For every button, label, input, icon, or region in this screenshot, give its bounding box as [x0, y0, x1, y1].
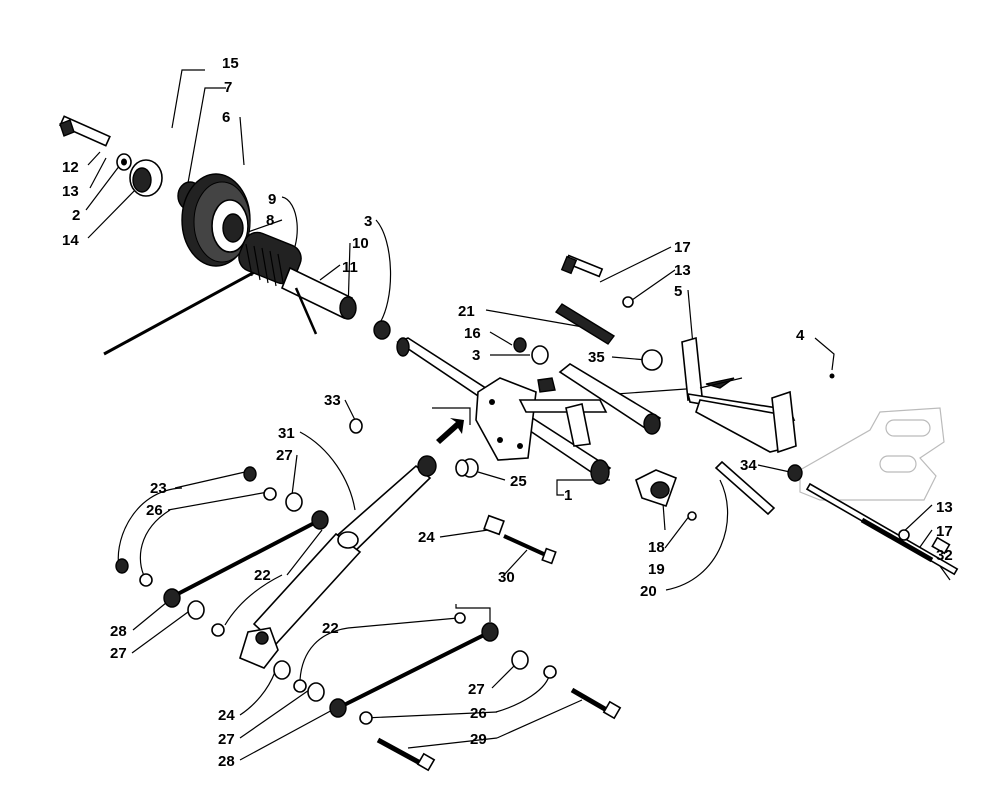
callout-labels: 15 7 6 12 13 2 14 9 8 3 10 11 17 13 5 4 … [62, 55, 953, 770]
callout-18: 18 [648, 539, 665, 556]
spring-coil [238, 231, 302, 289]
callout-30: 30 [498, 569, 515, 586]
callout-26a: 26 [146, 502, 163, 519]
callout-27a: 27 [276, 447, 293, 464]
callout-21: 21 [458, 303, 475, 320]
callout-3b: 3 [472, 347, 480, 364]
callout-22b: 22 [322, 620, 339, 637]
callout-29: 29 [470, 731, 487, 748]
callout-17a: 17 [674, 239, 691, 256]
callout-34: 34 [740, 457, 757, 474]
callout-25: 25 [510, 473, 527, 490]
callout-3a: 3 [364, 213, 372, 230]
bolts [376, 459, 622, 772]
shock-absorber [239, 418, 479, 669]
callout-28a: 28 [110, 623, 127, 640]
callout-14: 14 [62, 232, 79, 249]
callout-8: 8 [266, 212, 274, 229]
callout-5: 5 [674, 283, 682, 300]
callout-1: 1 [564, 487, 572, 504]
callout-33: 33 [324, 392, 341, 409]
callout-10: 10 [352, 235, 369, 252]
mounting-bracket [560, 254, 835, 454]
callout-19: 19 [648, 561, 665, 578]
callout-28b: 28 [218, 753, 235, 770]
callout-15a: 15 [222, 55, 239, 72]
callout-22a: 22 [254, 567, 271, 584]
callout-9: 9 [268, 191, 276, 208]
callout-6: 6 [222, 109, 230, 126]
callout-27d: 27 [218, 731, 235, 748]
lower-link-arm [273, 612, 557, 725]
callout-13c: 13 [936, 499, 953, 516]
callout-32: 32 [936, 547, 953, 564]
slide-rail-plate [714, 407, 959, 576]
callout-24a: 24 [418, 529, 435, 546]
callout-35: 35 [588, 349, 605, 366]
callout-7: 7 [224, 79, 232, 96]
callout-24b: 24 [218, 707, 235, 724]
callout-12: 12 [62, 159, 79, 176]
callout-17b: 17 [936, 523, 953, 540]
torsion-spring-assembly [59, 115, 391, 356]
callout-2: 2 [72, 207, 80, 224]
callout-11: 11 [342, 259, 358, 276]
callout-31: 31 [278, 425, 295, 442]
upper-link-arm [115, 466, 329, 637]
cross-shaft [513, 303, 663, 371]
callout-13a: 13 [62, 183, 79, 200]
main-frame-assembly [396, 337, 662, 485]
callout-20: 20 [640, 583, 657, 600]
callout-4: 4 [796, 327, 805, 344]
callout-27b: 27 [110, 645, 127, 662]
callout-13b: 13 [674, 262, 691, 279]
callout-23: 23 [150, 480, 167, 497]
callout-16: 16 [464, 325, 481, 342]
callout-27c: 27 [468, 681, 485, 698]
pivot-pad [635, 469, 697, 521]
callout-26b: 26 [470, 705, 487, 722]
